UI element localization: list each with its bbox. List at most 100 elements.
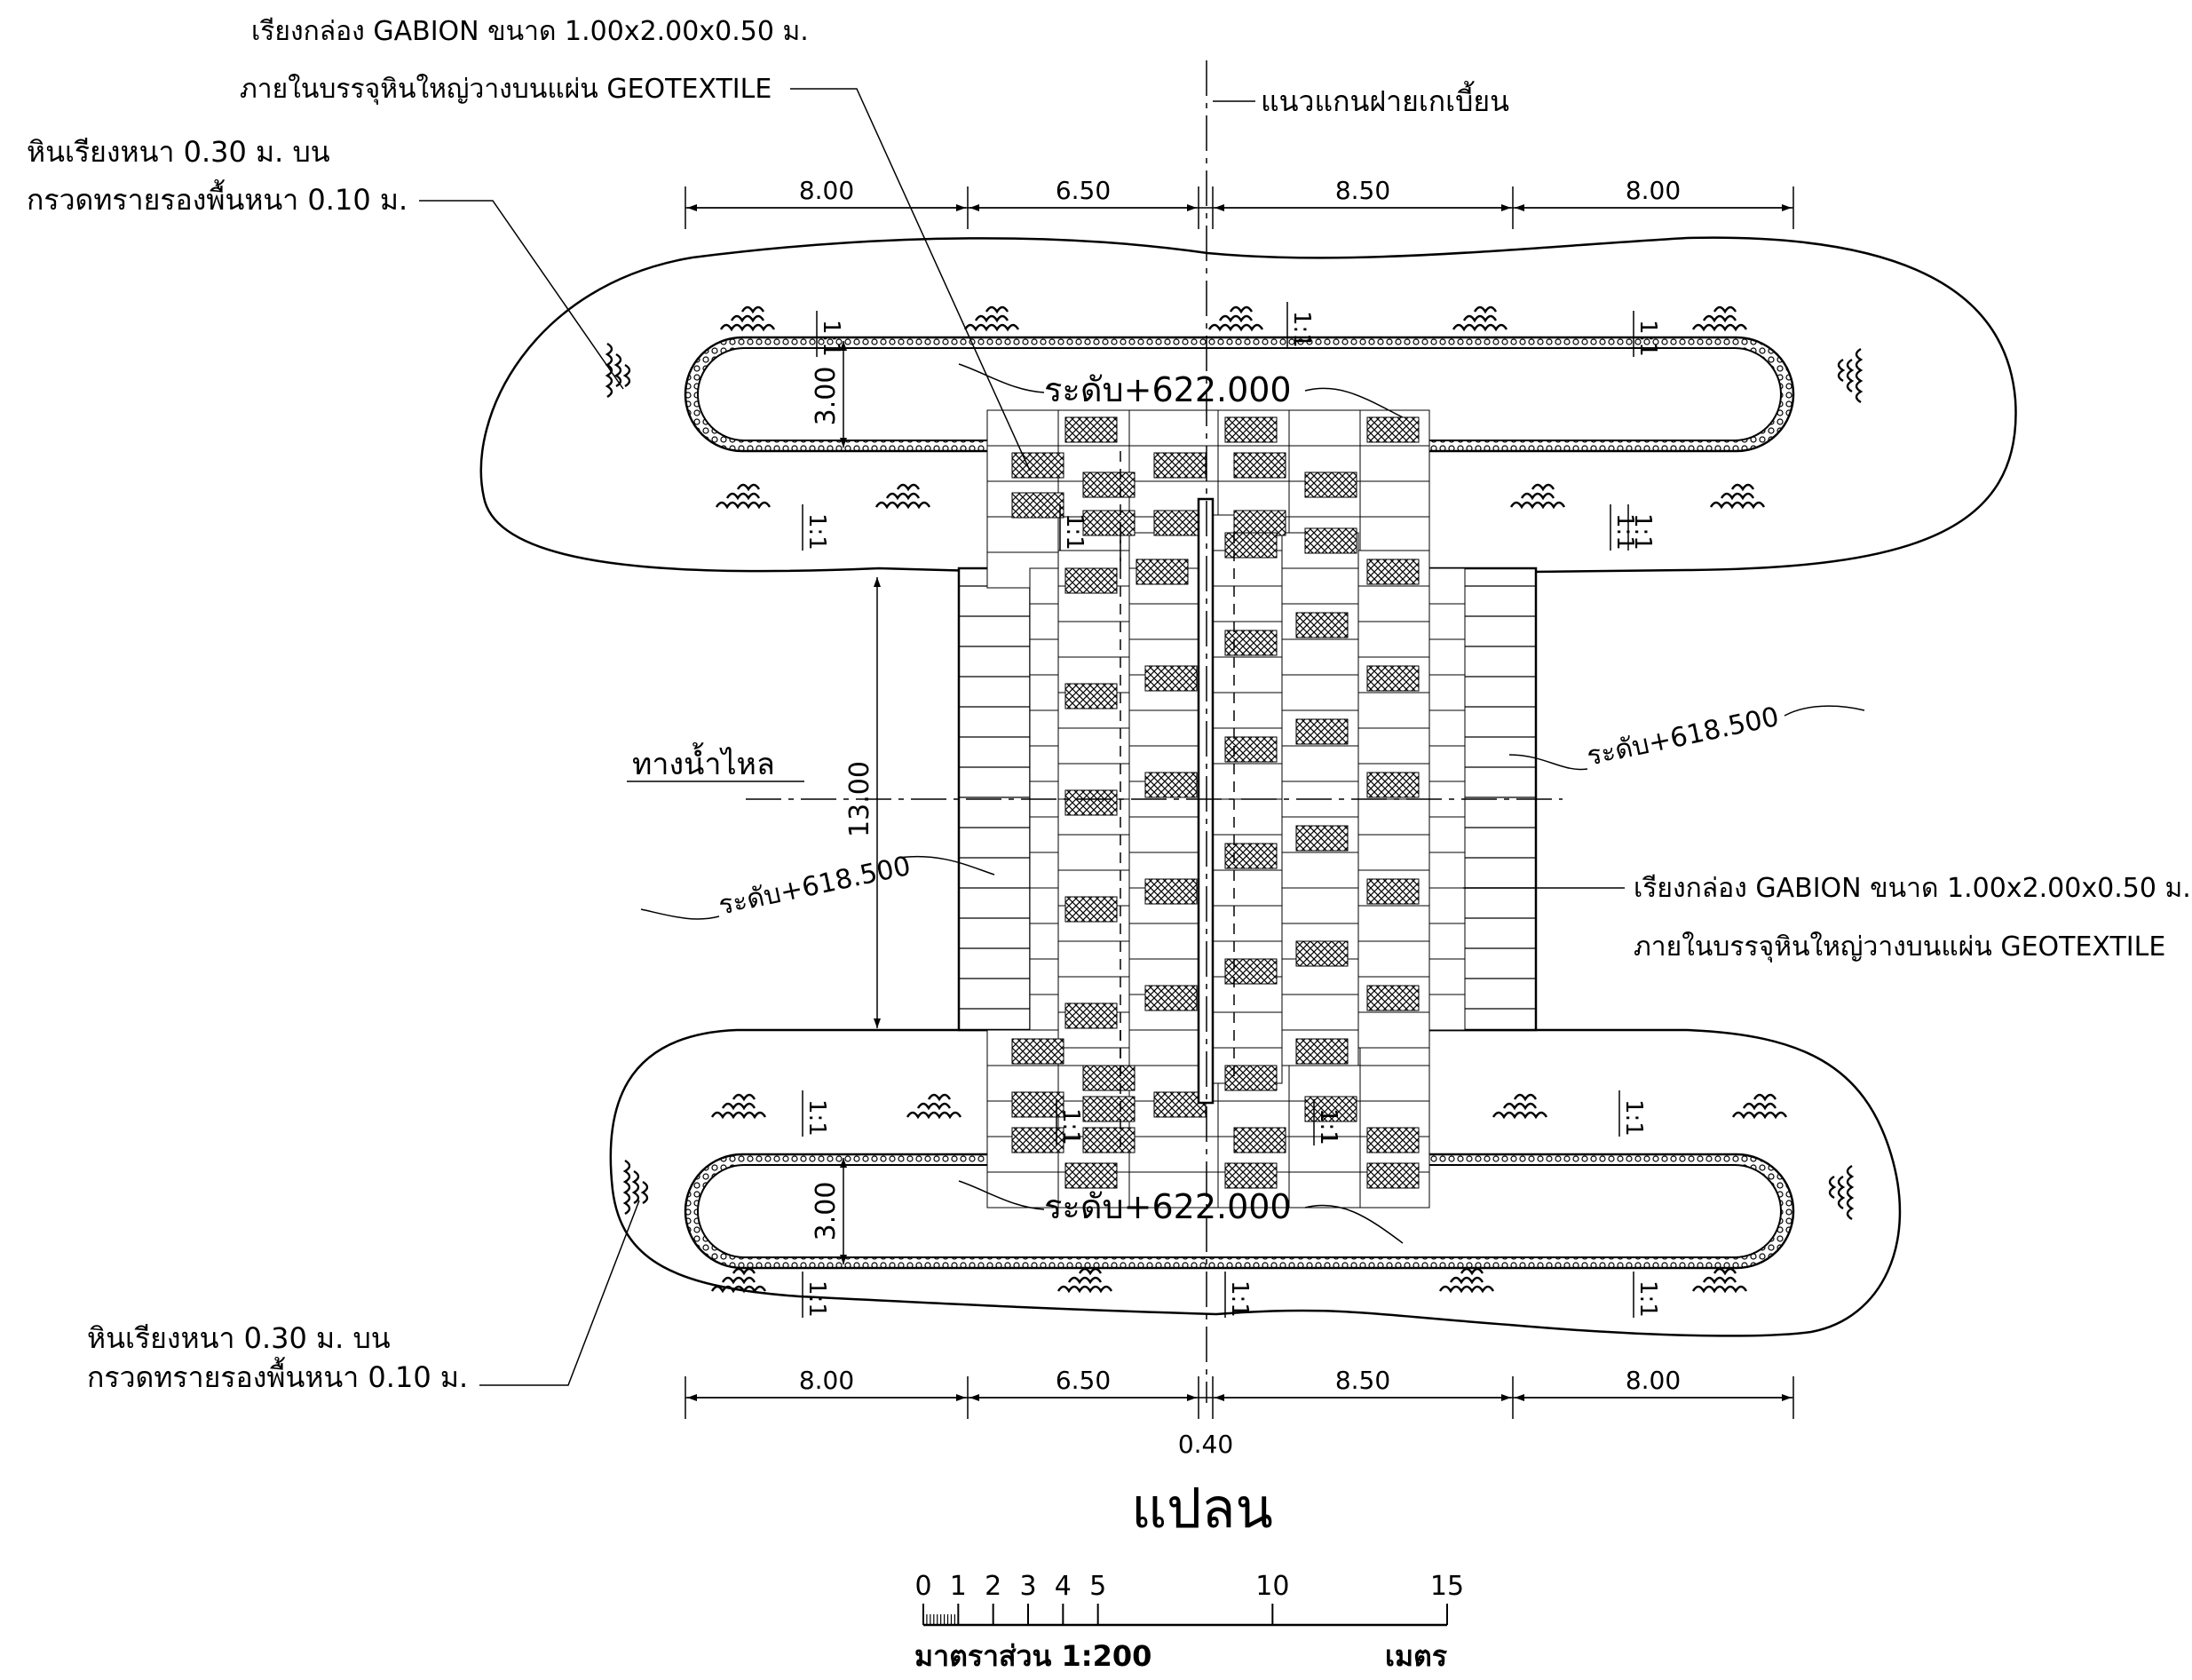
gabion-block — [1288, 1171, 1361, 1208]
dim-axis-gap: 0.40 — [1178, 1430, 1233, 1459]
gabion-block — [1029, 994, 1059, 1031]
note-riprap-top-line2: กรวดทรายรองพื้นหนา 0.10 ม. — [27, 179, 408, 217]
riprap-scallop — [874, 479, 931, 509]
gabion-block — [1428, 709, 1466, 747]
gabion-block — [1128, 603, 1199, 640]
riprap-scallop — [1832, 347, 1863, 404]
gabion-hatch — [1224, 736, 1278, 763]
gabion-block — [1029, 567, 1059, 605]
gabion-hatch — [1144, 878, 1198, 905]
gabion-block — [1128, 409, 1219, 447]
slope-label: 1:1 — [1620, 1099, 1647, 1137]
dim-bottom-3: 8.50 — [1335, 1366, 1390, 1395]
gabion-hatch — [1304, 527, 1357, 554]
dim-top-3: 8.50 — [1335, 176, 1390, 205]
bottom-dimension-chain: 8.00 6.50 8.50 8.00 0.40 — [685, 1366, 1794, 1459]
scale-tick-label: 5 — [1089, 1571, 1106, 1602]
slope-label: 1:1 — [1061, 513, 1088, 551]
gabion-hatch — [1082, 472, 1136, 498]
gabion-hatch — [1295, 612, 1349, 638]
riprap-scallop — [1492, 1089, 1548, 1119]
gabion-hatch — [1224, 416, 1278, 443]
gabion-block — [1428, 816, 1466, 853]
note-dam-axis: แนวแกนฝายเกเบี้ยน — [1261, 81, 1509, 118]
gabion-block — [1128, 1136, 1219, 1173]
riprap-side — [1824, 1164, 1854, 1221]
top-dimension-chain: 8.00 6.50 8.50 8.00 — [685, 176, 1794, 229]
gabion-hatch — [1011, 1091, 1064, 1118]
scale-tick-label: 0 — [914, 1571, 931, 1602]
gabion-hatch — [1064, 416, 1118, 443]
note-gabion-right-line2: ภายในบรรจุหินใหญ่วางบนแผ่น GEOTEXTILE — [1634, 931, 2165, 963]
gabion-block — [1359, 516, 1430, 553]
gabion-block — [1029, 745, 1059, 782]
gabion-hatch — [1064, 683, 1118, 709]
slope-label: 1:1 — [818, 320, 844, 357]
slope-label: 1:1 — [803, 1099, 830, 1137]
gabion-block — [1288, 1065, 1361, 1102]
slope-label: 1:1 — [803, 1280, 830, 1318]
gabion-hatch — [1082, 510, 1136, 536]
slope-label: 1:1 — [1629, 513, 1656, 551]
gabion-hatch — [1224, 630, 1278, 656]
gabion-hatch — [1233, 1127, 1286, 1153]
gabion-hatch — [1224, 1162, 1278, 1189]
level-top: ระดับ+622.000 — [1044, 370, 1292, 409]
gabion-block — [1029, 958, 1059, 995]
riprap-side — [623, 1159, 653, 1216]
gabion-block — [1281, 674, 1359, 711]
gabion-block — [1428, 923, 1466, 960]
riprap-side — [1832, 347, 1863, 404]
gabion-block — [1029, 709, 1059, 747]
note-gabion-top-line2: ภายในบรรจุหินใหญ่วางบนแผ่น GEOTEXTILE — [240, 74, 772, 106]
gabion-block — [1288, 1136, 1361, 1173]
note-riprap-bottom-line2: กรวดทรายรองพื้นหนา 0.10 ม. — [87, 1357, 468, 1394]
top-embankment-outline — [479, 236, 2017, 576]
gabion-hatch — [1082, 1096, 1136, 1122]
gabion-block — [1428, 674, 1466, 711]
gabion-hatch — [1366, 416, 1420, 443]
gabion-block — [1057, 834, 1130, 871]
gabion-hatch — [1144, 665, 1198, 692]
gabion-block — [1281, 745, 1359, 782]
gabion-hatch — [1064, 789, 1118, 816]
gabion-hatch — [1224, 1065, 1278, 1091]
dim-top-2: 6.50 — [1056, 176, 1111, 205]
riprap-scallop — [605, 342, 636, 399]
riprap-scallop — [1452, 301, 1508, 331]
gabion-block — [1212, 763, 1283, 800]
scale-tick-label: 2 — [985, 1571, 1001, 1602]
riprap-scallop — [719, 301, 776, 331]
gabion-hatch — [1011, 1038, 1064, 1065]
scale-tick-label: 4 — [1055, 1571, 1072, 1602]
gabion-hatch — [1366, 559, 1420, 585]
gabion-block — [1359, 480, 1430, 518]
gabion-block — [1128, 923, 1199, 960]
gabion-block — [1128, 709, 1199, 747]
gabion-hatch — [1011, 492, 1064, 519]
dim-top-4: 8.00 — [1626, 176, 1681, 205]
gabion-hatch — [1144, 772, 1198, 798]
dam-crest — [1197, 497, 1215, 1105]
gabion-block — [1029, 603, 1059, 640]
gabion-block — [986, 1171, 1059, 1208]
gabion-hatch — [1011, 1127, 1064, 1153]
riprap-scallop — [906, 1089, 962, 1119]
gabion-block — [1029, 887, 1059, 924]
riprap-side — [605, 342, 636, 399]
gabion-block — [1357, 585, 1430, 622]
note-riprap-bottom-line1: หินเรียงหนา 0.30 ม. บน — [87, 1321, 391, 1355]
dim-top-1: 8.00 — [799, 176, 854, 205]
gabion-hatch — [1144, 985, 1198, 1011]
channel-dimension: 13.00 — [844, 577, 881, 1028]
gabion-hatch — [1295, 825, 1349, 852]
gabion-block — [986, 516, 1059, 553]
gabion-block — [1357, 727, 1430, 765]
gabion-block — [1428, 567, 1466, 605]
gabion-block — [1359, 1065, 1430, 1102]
gabion-hatch — [1224, 958, 1278, 985]
gabion-block — [1212, 585, 1283, 622]
gabion-block — [1288, 409, 1361, 447]
